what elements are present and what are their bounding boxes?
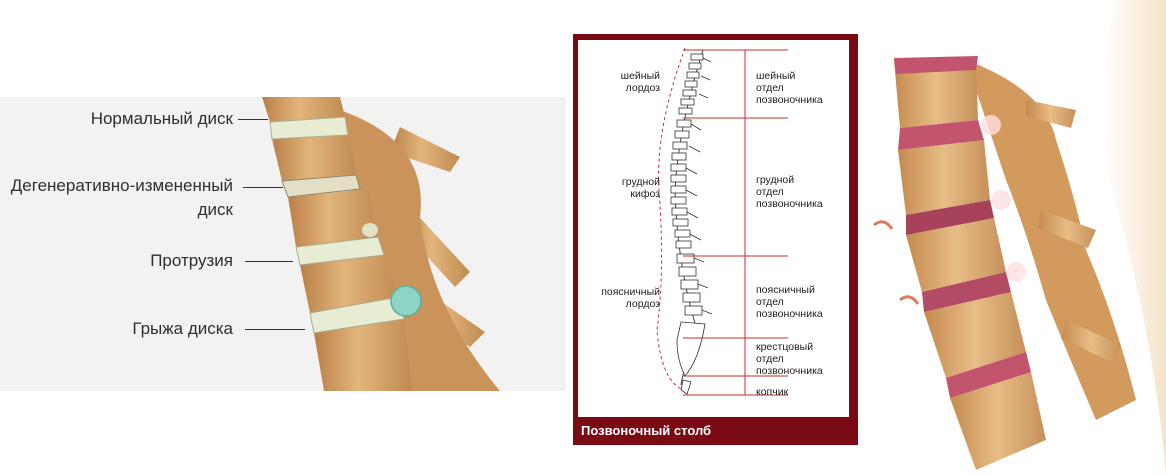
label-thoracic-kyphosis: грудной кифоз bbox=[621, 176, 660, 200]
label-disc-hernia: Грыжа диска bbox=[132, 319, 233, 338]
spinal-column-card: Позвоночный столб bbox=[573, 34, 858, 445]
label-degenerated-disc: Дегенеративно-измененный диск bbox=[10, 176, 233, 219]
lumbar-spine-illustration bbox=[262, 97, 500, 391]
label-thoracic-section: грудной отдел позвоночника bbox=[756, 174, 823, 210]
label-protrusion: Протрузия bbox=[150, 251, 233, 270]
leader-line bbox=[238, 119, 268, 120]
section-ruler bbox=[683, 49, 788, 396]
label-normal-disc: Нормальный диск bbox=[90, 109, 233, 128]
leader-line bbox=[245, 329, 305, 330]
label-cervical-lordosis: шейный лордоз bbox=[620, 70, 660, 94]
label-cervical-section: шейный отдел позвоночника bbox=[756, 70, 823, 106]
spine-side-view bbox=[656, 47, 788, 396]
spinous-processes bbox=[685, 57, 713, 315]
label-coccyx: копчик bbox=[756, 386, 789, 398]
leader-line bbox=[245, 261, 293, 262]
label-lumbar-lordosis: поясничный лордоз bbox=[601, 286, 660, 310]
osteochondrosis-illustration bbox=[873, 0, 1166, 475]
card-title: Позвоночный столб bbox=[581, 423, 712, 438]
label-sacral-section: крестцовый отдел позвоночника bbox=[756, 341, 823, 377]
label-lumbar-section: поясничный отдел позвоночника bbox=[756, 284, 823, 320]
vertebrae bbox=[670, 53, 706, 395]
spinal-column-diagram bbox=[578, 40, 849, 417]
leader-line bbox=[243, 187, 283, 188]
